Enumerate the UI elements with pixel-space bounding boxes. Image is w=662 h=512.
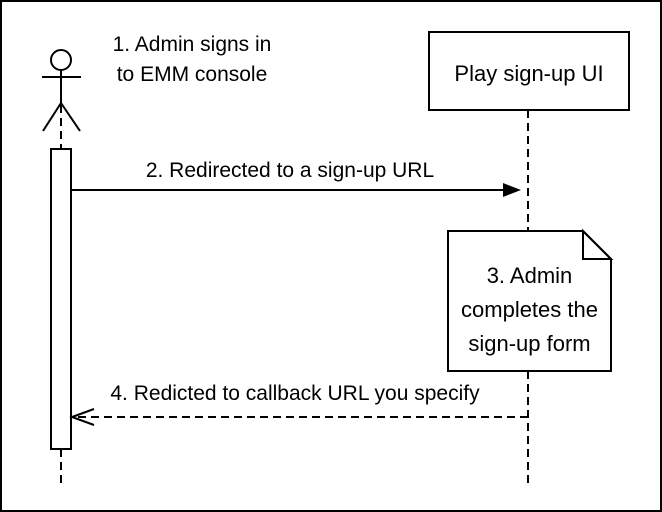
actor-left-leg	[42, 102, 62, 132]
message-2-filled-arrowhead-icon	[503, 183, 521, 197]
message-2-arrow	[71, 183, 521, 197]
note-fold-icon	[582, 228, 614, 260]
note-shape	[447, 228, 614, 372]
actor-right-leg	[60, 102, 81, 132]
message-4-arrow	[69, 408, 528, 426]
note-label: 3. Admin completes the sign-up form	[461, 263, 598, 356]
message-2-label: 2. Redirected to a sign-up URL	[145, 159, 435, 182]
step1-label: 1. Admin signs in to EMM console	[112, 33, 272, 86]
participant-box	[428, 31, 630, 111]
actor-activation-bar	[50, 148, 72, 450]
message-4-label: 4. Redicted to callback URL you specify	[110, 382, 480, 405]
note-body	[447, 230, 612, 372]
message-4-open-arrowhead-icon	[69, 408, 95, 426]
actor-icon	[42, 49, 81, 132]
participant-box-label: Play sign-up UI	[454, 60, 604, 86]
